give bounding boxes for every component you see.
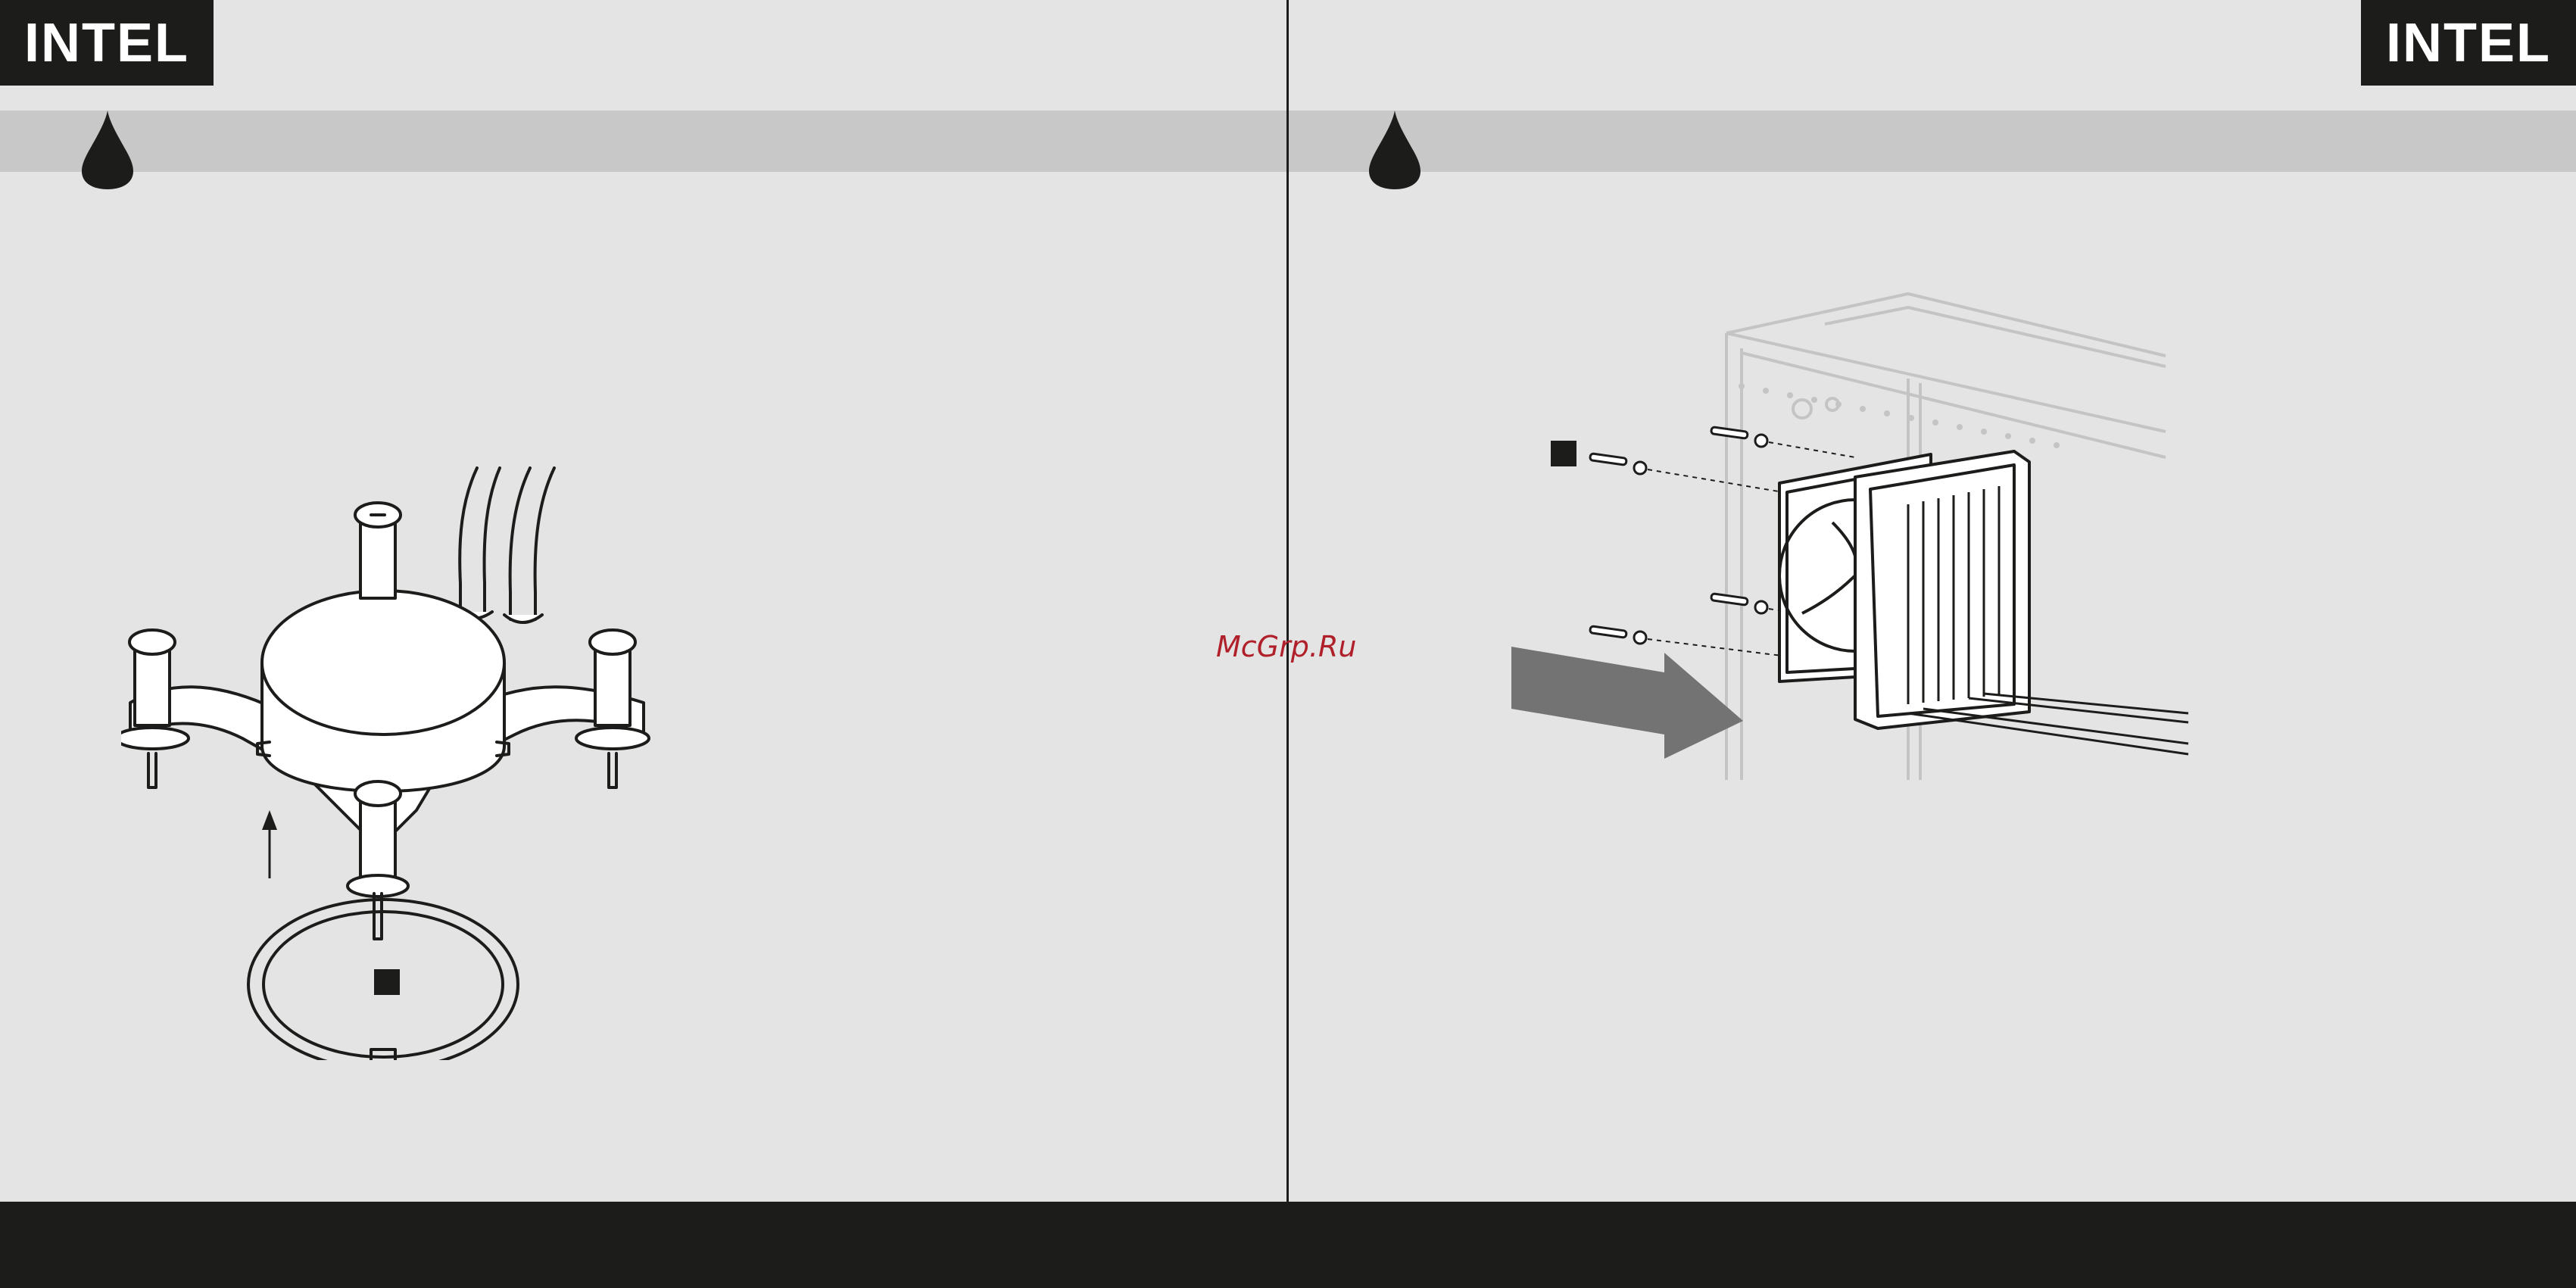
footer-bar bbox=[0, 1202, 2576, 1288]
watermark-text[interactable]: McGrp.Ru bbox=[1216, 624, 1368, 669]
water-drop-icon bbox=[1368, 109, 1422, 191]
right-brand-label: INTEL bbox=[2361, 0, 2576, 86]
page-spine-divider bbox=[1286, 0, 1289, 1202]
water-drop-icon bbox=[80, 109, 135, 191]
right-header-band bbox=[1289, 111, 2576, 172]
pump-mounting-illustration bbox=[121, 454, 666, 1060]
left-header-band bbox=[0, 111, 1286, 172]
radiator-mounting-illustration bbox=[1499, 280, 2203, 780]
left-brand-label: INTEL bbox=[0, 0, 214, 86]
